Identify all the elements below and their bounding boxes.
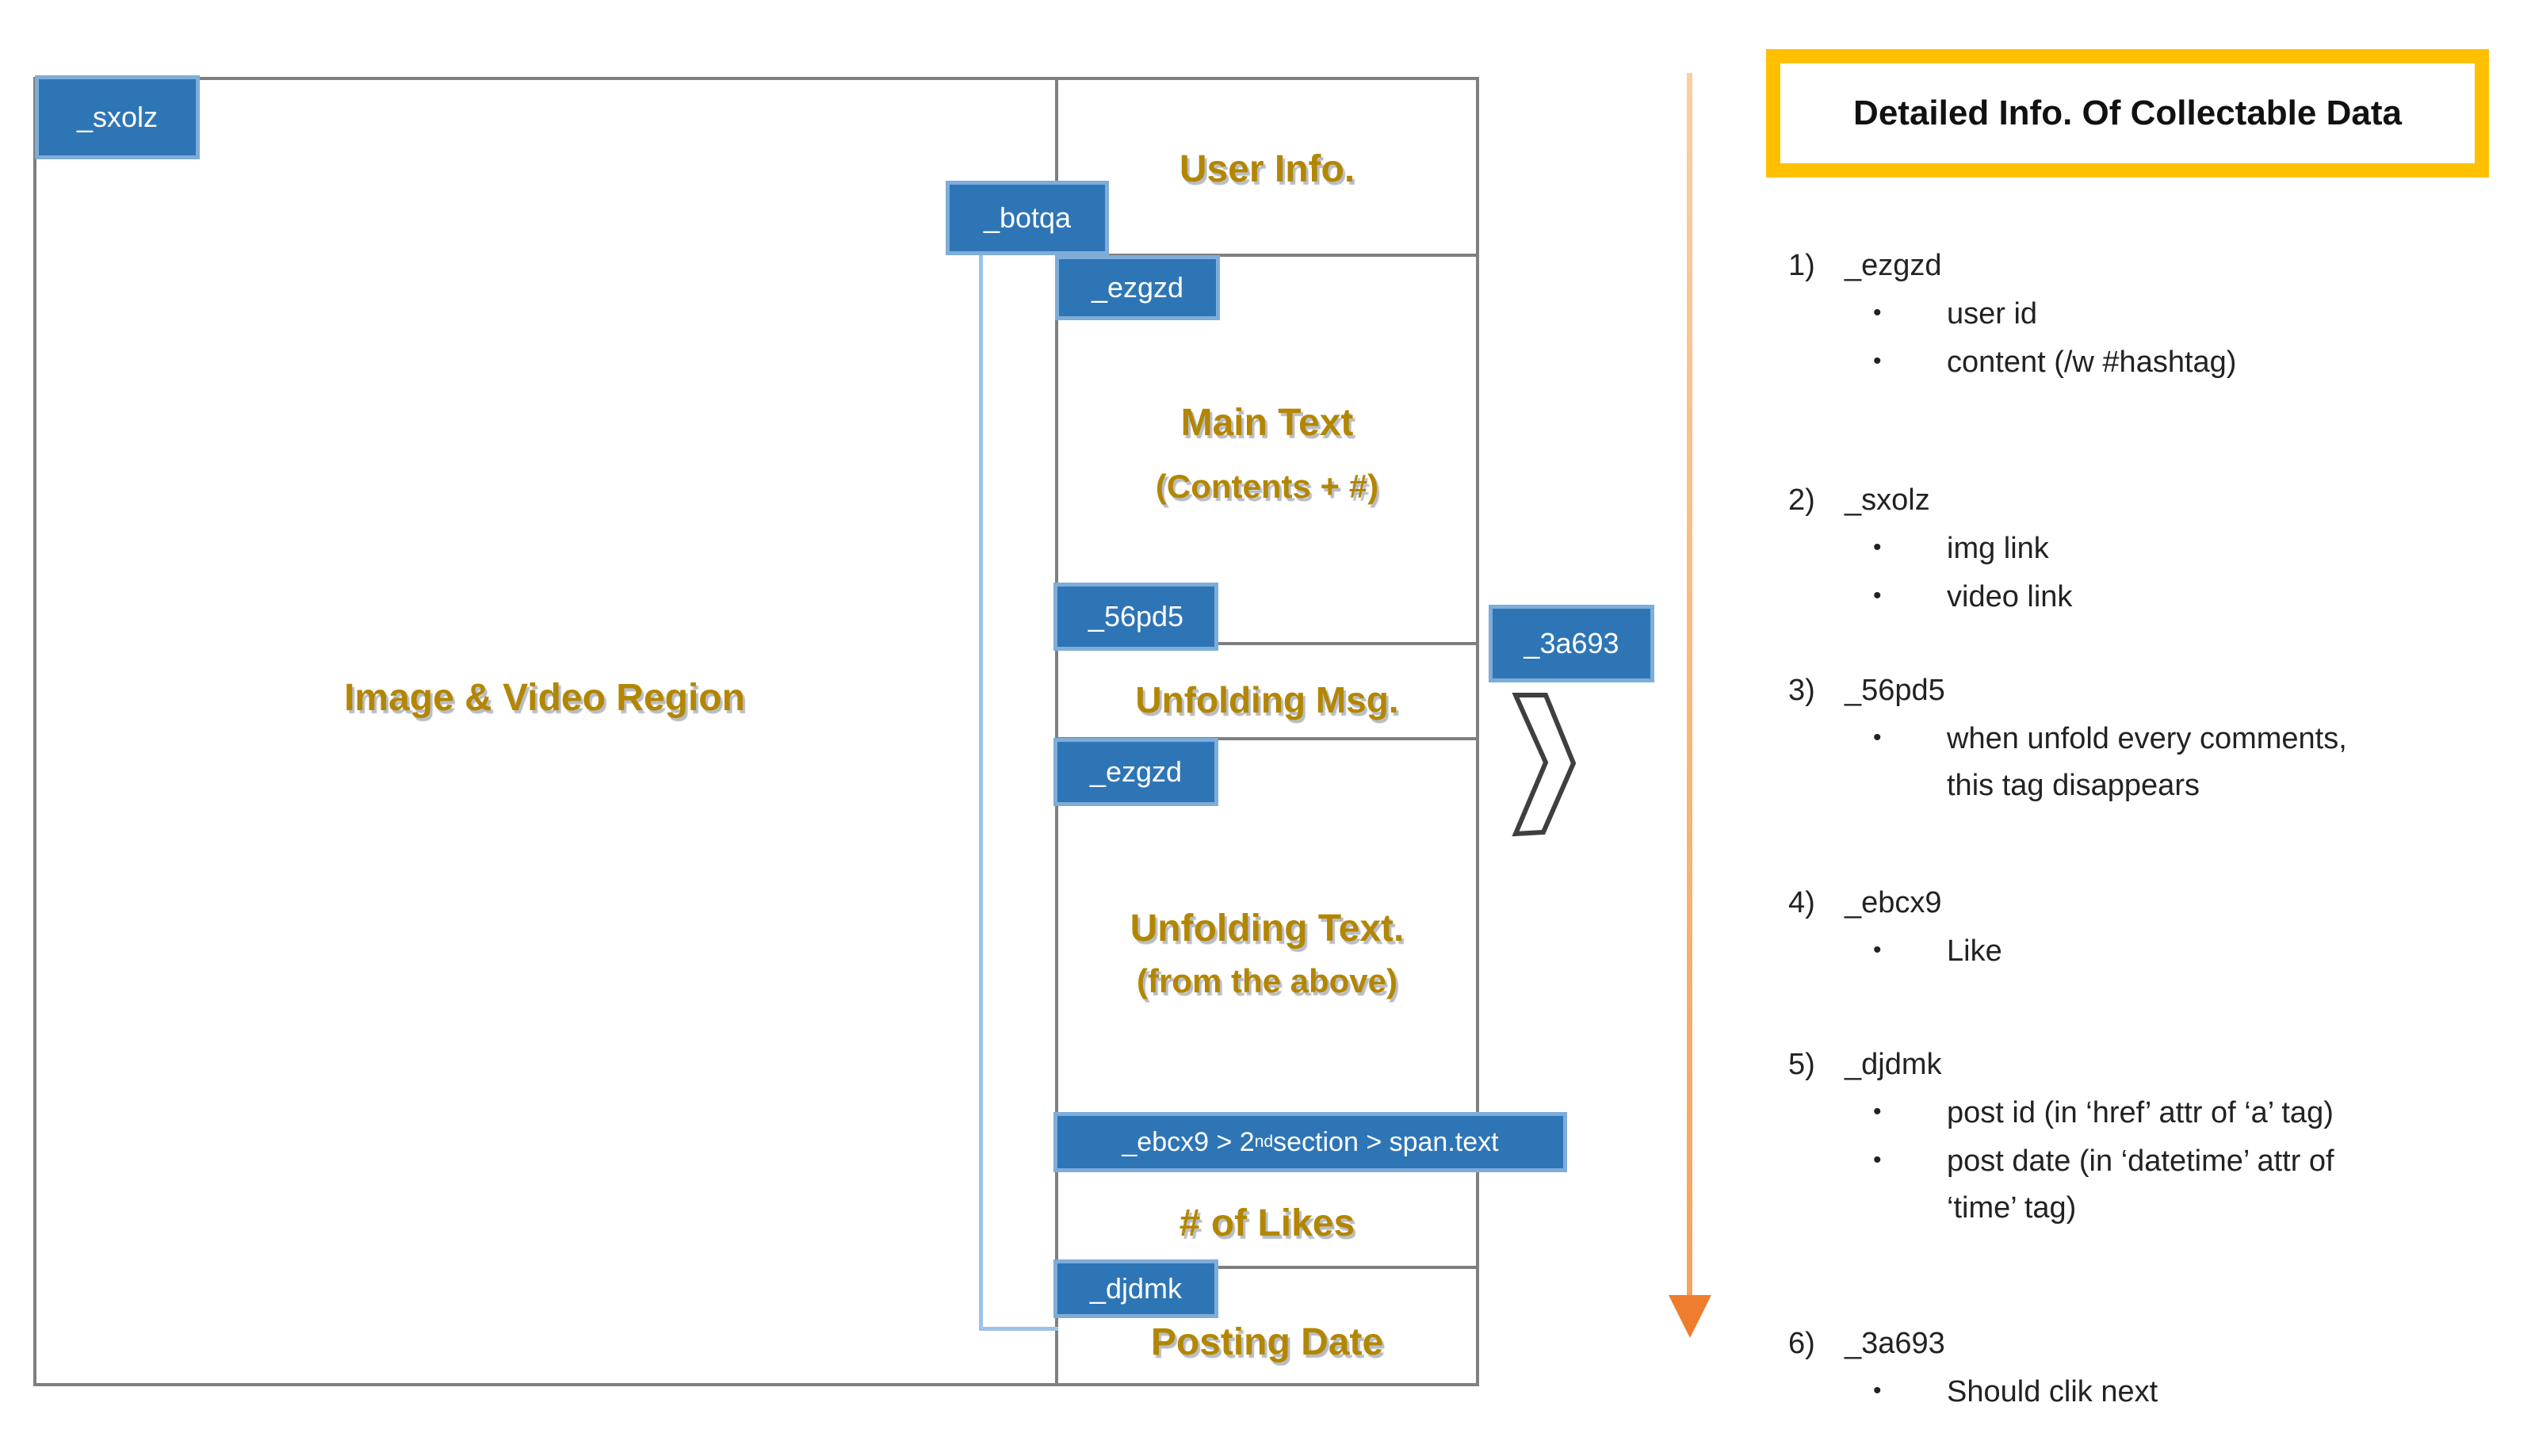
image-video-region-label: Image & Video Region bbox=[344, 677, 745, 719]
bullet-dot-icon: • bbox=[1873, 724, 1882, 751]
bullet-dot-icon: • bbox=[1873, 1098, 1882, 1125]
tag-botqa-label: _botqa bbox=[983, 201, 1072, 234]
panel-item-tag: _3a693 bbox=[1845, 1327, 1945, 1360]
bullet-dot-icon: • bbox=[1873, 1146, 1882, 1173]
bullet-dot-icon: • bbox=[1873, 582, 1882, 609]
tag-djdmk-label: _djdmk bbox=[1089, 1272, 1183, 1305]
panel-bullet: • content (/w #hashtag) bbox=[1788, 339, 2525, 386]
panel-item-sxolz: 2) _sxolz • img link • video link bbox=[1788, 477, 2525, 621]
panel-item-ebcx9: 4) _ebcx9 • Like bbox=[1788, 880, 2525, 975]
tag-ezgzd-top: _ezgzd bbox=[1055, 255, 1220, 320]
posting-date-label: Posting Date bbox=[1150, 1321, 1384, 1363]
panel-bullet: • video link bbox=[1788, 574, 2525, 621]
panel-bullet: • post id (in ‘href’ attr of ‘a’ tag) bbox=[1788, 1090, 2525, 1137]
panel-item-heading: 3) _56pd5 bbox=[1788, 667, 2525, 714]
tag-botqa: _botqa bbox=[946, 181, 1109, 255]
unfolding-msg-label: Unfolding Msg. bbox=[1135, 679, 1399, 720]
section-line-unfolding-msg bbox=[1058, 737, 1476, 740]
section-line-user-info bbox=[1058, 254, 1476, 257]
bullet-text: video link bbox=[1947, 579, 2073, 613]
tag-56pd5: _56pd5 bbox=[1053, 583, 1218, 651]
botqa-connector-horizontal-line bbox=[979, 1327, 1058, 1331]
panel-bullet: • user id bbox=[1788, 291, 2525, 338]
unfolding-text-sublabel: (from the above) bbox=[1136, 962, 1398, 999]
panel-item-heading: 6) _3a693 bbox=[1788, 1320, 2525, 1367]
panel-item-56pd5: 3) _56pd5 • when unfold every comments, … bbox=[1788, 667, 2525, 809]
panel-item-number: 2) bbox=[1788, 483, 1815, 517]
bullet-dot-icon: • bbox=[1873, 1377, 1882, 1404]
tag-sxolz: _sxolz bbox=[35, 75, 200, 159]
panel-item-tag: _56pd5 bbox=[1845, 674, 1945, 707]
panel-item-tag: _djdmk bbox=[1845, 1048, 1942, 1081]
next-chevron-icon bbox=[1512, 693, 1577, 837]
section-line-likes bbox=[1058, 1266, 1476, 1269]
panel-title-box: Detailed Info. Of Collectable Data bbox=[1766, 49, 2489, 178]
main-text-label: Main Text bbox=[1180, 402, 1354, 444]
unfolding-text-label: Unfolding Text. bbox=[1130, 908, 1405, 950]
panel-item-heading: 1) _ezgzd bbox=[1788, 243, 2525, 289]
panel-item-heading: 2) _sxolz bbox=[1788, 477, 2525, 524]
panel-item-ezgzd: 1) _ezgzd • user id • content (/w #hasht… bbox=[1788, 243, 2525, 386]
bullet-text: when unfold every comments, this tag dis… bbox=[1947, 721, 2347, 802]
tag-ezgzd-top-label: _ezgzd bbox=[1091, 271, 1184, 304]
flow-down-arrow-line bbox=[1687, 73, 1692, 1298]
tag-ezgzd-mid-label: _ezgzd bbox=[1089, 755, 1183, 788]
bullet-dot-icon: • bbox=[1873, 936, 1882, 963]
panel-item-number: 5) bbox=[1788, 1048, 1815, 1081]
bullet-text: user id bbox=[1947, 296, 2038, 331]
panel-bullet: • img link bbox=[1788, 525, 2525, 572]
tag-sxolz-label: _sxolz bbox=[76, 101, 159, 133]
bullet-dot-icon: • bbox=[1873, 533, 1882, 560]
panel-item-heading: 4) _ebcx9 bbox=[1788, 880, 2525, 927]
tag-3a693: _3a693 bbox=[1489, 605, 1654, 682]
panel-item-number: 6) bbox=[1788, 1327, 1815, 1360]
column-divider-line bbox=[1055, 77, 1058, 1386]
user-info-label: User Info. bbox=[1179, 148, 1355, 190]
panel-item-tag: _sxolz bbox=[1845, 483, 1930, 517]
panel-bullet: • Should clik next bbox=[1788, 1369, 2525, 1416]
tag-ebcx9-selector-prefix: _ebcx9 > 2 bbox=[1122, 1126, 1255, 1157]
panel-item-tag: _ezgzd bbox=[1845, 249, 1942, 282]
bullet-dot-icon: • bbox=[1873, 347, 1882, 374]
bullet-text: content (/w #hashtag) bbox=[1947, 345, 2237, 379]
tag-djdmk: _djdmk bbox=[1053, 1259, 1218, 1318]
panel-item-tag: _ebcx9 bbox=[1845, 886, 1942, 919]
flow-down-arrow-head-icon bbox=[1669, 1295, 1711, 1338]
post-layout-outer-box bbox=[33, 77, 1479, 1386]
bullet-text: Like bbox=[1947, 934, 2002, 968]
likes-label: # of Likes bbox=[1179, 1202, 1355, 1244]
panel-item-heading: 5) _djdmk bbox=[1788, 1041, 2525, 1088]
panel-item-number: 3) bbox=[1788, 674, 1815, 707]
panel-item-djdmk: 5) _djdmk • post id (in ‘href’ attr of ‘… bbox=[1788, 1041, 2525, 1232]
bullet-text: Should clik next bbox=[1947, 1374, 2158, 1408]
panel-title: Detailed Info. Of Collectable Data bbox=[1853, 94, 2402, 132]
panel-item-number: 4) bbox=[1788, 886, 1815, 919]
section-line-main-text bbox=[1058, 642, 1476, 645]
panel-item-3a693: 6) _3a693 • Should clik next bbox=[1788, 1320, 2525, 1416]
bullet-text: post id (in ‘href’ attr of ‘a’ tag) bbox=[1947, 1095, 2334, 1129]
tag-3a693-label: _3a693 bbox=[1524, 627, 1619, 659]
bullet-text: post date (in ‘datetime’ attr of ‘time’ … bbox=[1947, 1144, 2334, 1225]
main-text-sublabel: (Contents + #) bbox=[1155, 468, 1379, 505]
bullet-text: img link bbox=[1947, 531, 2049, 565]
panel-bullet: • when unfold every comments, this tag d… bbox=[1788, 716, 2525, 809]
panel-item-number: 1) bbox=[1788, 249, 1815, 282]
panel-bullet: • Like bbox=[1788, 928, 2525, 975]
tag-ezgzd-mid: _ezgzd bbox=[1053, 738, 1218, 806]
panel-bullet: • post date (in ‘datetime’ attr of ‘time… bbox=[1788, 1138, 2525, 1232]
tag-56pd5-label: _56pd5 bbox=[1088, 600, 1184, 632]
tag-ebcx9-selector-suffix: section > span.text bbox=[1273, 1126, 1499, 1157]
bullet-dot-icon: • bbox=[1873, 299, 1882, 326]
botqa-connector-vertical-line bbox=[979, 255, 983, 1331]
